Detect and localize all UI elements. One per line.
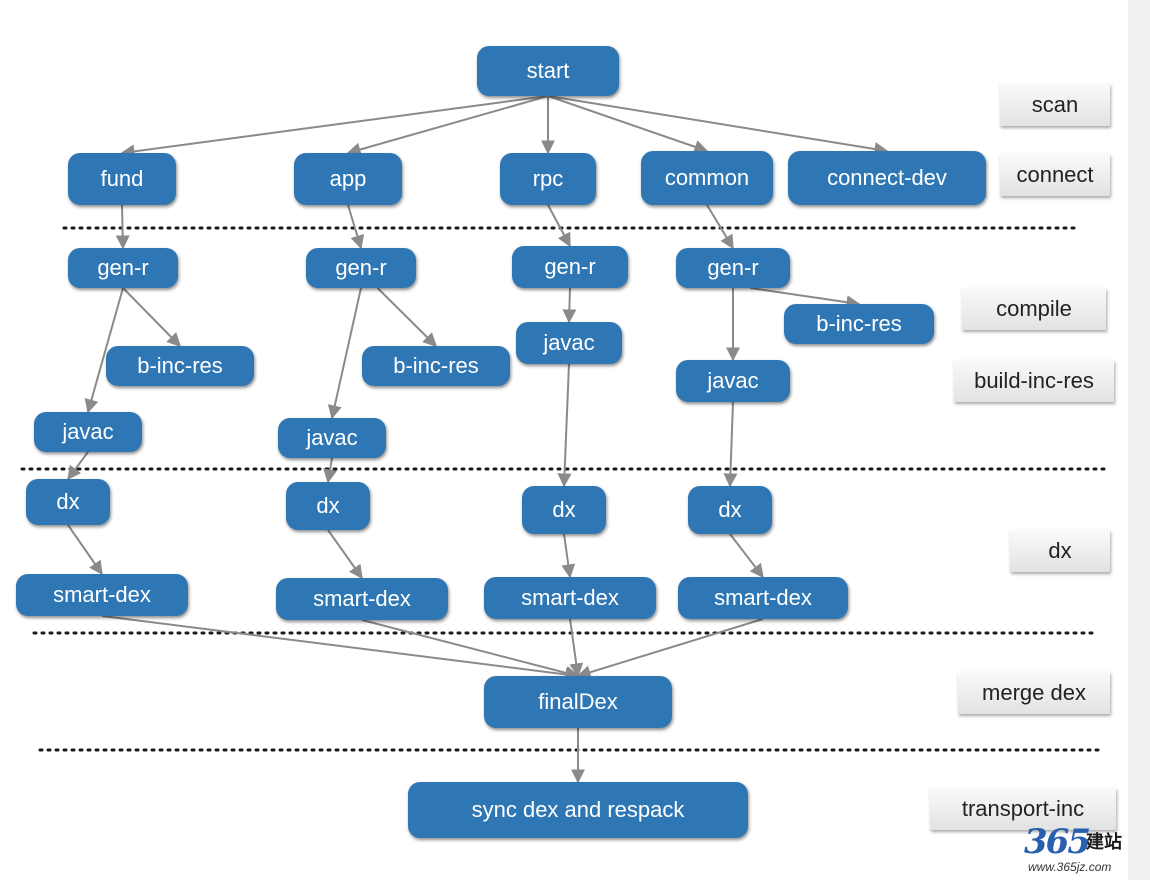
node-label: gen-r	[544, 254, 596, 279]
node-sync-dex-and-respack[interactable]: sync dex and respack	[408, 782, 748, 838]
node-label: gen-r	[707, 255, 759, 280]
node-app-smart-dex[interactable]: smart-dex	[276, 578, 448, 620]
node-fund-javac[interactable]: javac	[34, 412, 142, 452]
edge-common_javac-to-common_dx	[723, 401, 738, 488]
node-label: b-inc-res	[137, 353, 223, 378]
edge-app_dx-to-app_smart_dex	[327, 529, 363, 580]
node-fund-b-inc-res[interactable]: b-inc-res	[106, 346, 254, 386]
edge-app_javac-to-app_dx	[323, 457, 337, 484]
node-label: b-inc-res	[816, 311, 902, 336]
node-fund[interactable]: fund	[68, 153, 176, 205]
watermark-number: 365	[1024, 822, 1091, 862]
stage-label-transport-inc: transport-inc	[930, 788, 1116, 830]
node-app[interactable]: app	[294, 153, 402, 205]
node-label: smart-dex	[53, 582, 151, 607]
node-common-dx[interactable]: dx	[688, 486, 772, 534]
edge-common_dx-to-common_smart_dex	[729, 533, 764, 579]
node-label: finalDex	[538, 689, 618, 714]
edge-fund_smart_dex-to-final_dex	[101, 615, 580, 682]
edge-rpc-to-rpc_gen_r	[547, 204, 571, 248]
edge-app_smart_dex-to-final_dex	[361, 619, 580, 680]
node-start[interactable]: start	[477, 46, 619, 96]
node-label: dx	[552, 497, 576, 522]
node-final-dex[interactable]: finalDex	[484, 676, 672, 728]
edge-app_gen_r-to-app_javac	[327, 287, 362, 420]
edge-app-to-app_gen_r	[347, 204, 365, 250]
edge-fund_dx-to-fund_smart_dex	[67, 524, 103, 576]
node-fund-gen-r[interactable]: gen-r	[68, 248, 178, 288]
node-label: gen-r	[335, 255, 387, 280]
node-rpc-dx[interactable]: dx	[522, 486, 606, 534]
node-app-dx[interactable]: dx	[286, 482, 370, 530]
edge-rpc_gen_r-to-rpc_javac	[562, 287, 577, 324]
edge-common-to-common_gen_r	[706, 204, 734, 250]
edge-fund-to-fund_gen_r	[115, 204, 130, 250]
edge-fund_gen_r-to-fund_b_inc_res	[122, 287, 181, 347]
node-fund-smart-dex[interactable]: smart-dex	[16, 574, 188, 616]
node-label: sync dex and respack	[471, 797, 685, 822]
node-label: connect-dev	[827, 165, 947, 190]
node-label: gen-r	[97, 255, 149, 280]
node-label: b-inc-res	[393, 353, 479, 378]
stage-label-build-inc-res: build-inc-res	[954, 360, 1114, 402]
edge-common_smart_dex-to-final_dex	[576, 618, 764, 679]
watermark-logo: 365 建站 www.365jz.com	[1022, 822, 1142, 878]
node-label: javac	[707, 368, 759, 393]
watermark-chinese-text: 建站	[1086, 832, 1122, 852]
right-edge-band	[1128, 0, 1150, 880]
node-label: start	[526, 58, 570, 83]
edge-rpc_javac-to-rpc_dx	[557, 363, 572, 488]
edge-fund_gen_r-to-fund_javac	[84, 287, 124, 414]
stage-label-merge-dex: merge dex	[958, 672, 1110, 714]
node-common-javac[interactable]: javac	[676, 360, 790, 402]
node-label: javac	[306, 425, 358, 450]
node-label: dx	[718, 497, 742, 522]
node-label: smart-dex	[714, 585, 812, 610]
node-connect-dev[interactable]: connect-dev	[788, 151, 986, 205]
node-common-gen-r[interactable]: gen-r	[676, 248, 790, 288]
node-common[interactable]: common	[641, 151, 773, 205]
node-app-javac[interactable]: javac	[278, 418, 386, 458]
stage-label-dx: dx	[1010, 530, 1110, 572]
node-label: common	[664, 165, 750, 190]
node-label: rpc	[532, 166, 564, 191]
stage-label-compile: compile	[962, 288, 1106, 330]
stage-label-connect: connect	[1000, 154, 1110, 196]
node-rpc-gen-r[interactable]: gen-r	[512, 246, 628, 288]
node-label: javac	[62, 419, 114, 444]
node-app-gen-r[interactable]: gen-r	[306, 248, 416, 288]
node-common-b-inc-res[interactable]: b-inc-res	[784, 304, 934, 344]
edge-lines	[67, 95, 889, 784]
watermark-url: www.365jz.com	[1028, 860, 1112, 874]
node-rpc-smart-dex[interactable]: smart-dex	[484, 577, 656, 619]
stage-separators	[20, 226, 1106, 752]
edge-start-to-common	[547, 95, 709, 154]
node-label: smart-dex	[521, 585, 619, 610]
edge-common_gen_r-to-common_b_inc_res	[749, 287, 861, 310]
edge-start-to-fund	[120, 95, 549, 159]
edge-rpc_smart_dex-to-final_dex	[569, 618, 584, 678]
node-rpc-javac[interactable]: javac	[516, 322, 622, 364]
node-label: dx	[316, 493, 340, 518]
node-label: dx	[56, 489, 80, 514]
node-label: smart-dex	[313, 586, 411, 611]
edge-start-to-app	[346, 95, 549, 157]
node-label: app	[329, 166, 367, 191]
edge-start-to-connect_dev	[547, 95, 889, 156]
edge-app_gen_r-to-app_b_inc_res	[376, 287, 437, 347]
node-app-b-inc-res[interactable]: b-inc-res	[362, 346, 510, 386]
node-label: javac	[543, 330, 595, 355]
edge-rpc_dx-to-rpc_smart_dex	[561, 533, 576, 579]
node-label: fund	[100, 166, 144, 191]
node-common-smart-dex[interactable]: smart-dex	[678, 577, 848, 619]
node-rpc[interactable]: rpc	[500, 153, 596, 205]
stage-label-scan: scan	[1000, 84, 1110, 126]
node-fund-dx[interactable]: dx	[26, 479, 110, 525]
edge-fund_javac-to-fund_dx	[67, 451, 89, 481]
